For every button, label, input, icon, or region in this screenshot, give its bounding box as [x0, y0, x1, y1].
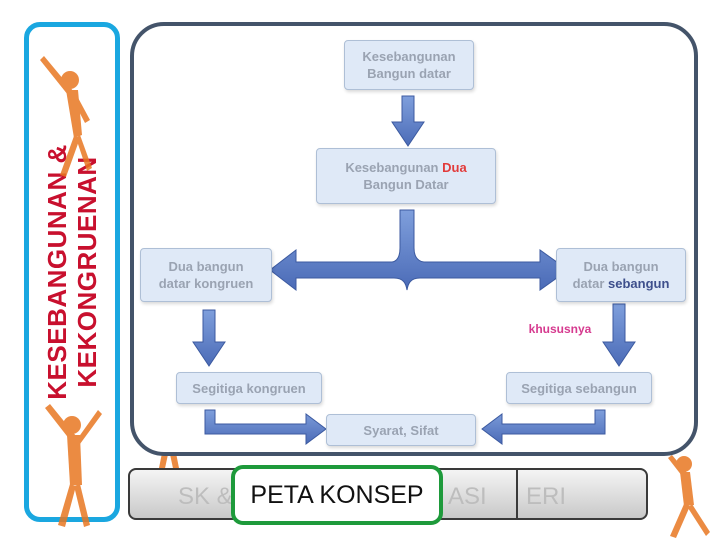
peta-konsep-button[interactable]: PETA KONSEP: [231, 465, 443, 525]
arrow-down-left: [192, 309, 226, 367]
jumping-person-icon: [45, 404, 102, 527]
nav-item-indikator[interactable]: ASI: [448, 483, 487, 510]
node-syarat-sifat: Syarat, Sifat: [326, 414, 476, 446]
node-segitiga-sebangun: Segitiga sebangun: [506, 372, 652, 404]
node-kesebangunan-dua-bangun-datar: Kesebangunan Dua Bangun Datar: [316, 148, 496, 204]
nav-divider: [516, 470, 518, 518]
nav-item-sk[interactable]: SK &: [178, 483, 233, 510]
node-kesebangunan-bangun-datar: Kesebangunan Bangun datar: [344, 40, 474, 90]
node-dua-bangun-datar-kongruen: Dua bangun datar kongruen: [140, 248, 272, 302]
arrow-bottom-left: [204, 409, 327, 445]
node-segitiga-kongruen: Segitiga kongruen: [176, 372, 322, 404]
jumping-person-icon: [40, 56, 92, 177]
label-khususnya: khususnya: [528, 322, 592, 336]
node-dua-bangun-datar-sebangun: Dua bangun datar sebangun: [556, 248, 686, 302]
nav-item-materi[interactable]: ERI: [526, 483, 567, 510]
arrow-split: [269, 209, 569, 292]
arrow-down-root: [391, 95, 425, 147]
jumping-person-icon: [668, 455, 710, 538]
arrow-down-right: [602, 303, 636, 367]
arrow-bottom-right: [481, 409, 606, 445]
